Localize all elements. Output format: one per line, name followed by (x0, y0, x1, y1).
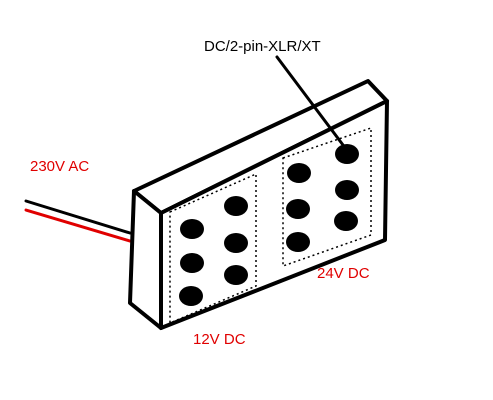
cable-wire-black (24, 199, 132, 235)
distribution-box (128, 79, 389, 330)
cable-wire-red (24, 208, 132, 243)
socket (287, 163, 311, 183)
socket (179, 286, 203, 306)
box-side-face (128, 189, 163, 330)
box-front-face (159, 99, 389, 330)
socket (224, 233, 248, 253)
panel-12v (169, 172, 257, 325)
ac-input-cable (24, 199, 132, 243)
socket (335, 180, 359, 200)
low-voltage-label: 12V DC (193, 331, 246, 348)
socket (224, 265, 248, 285)
panels (169, 126, 372, 325)
input-voltage-label: 230V AC (30, 158, 89, 175)
socket (335, 144, 359, 164)
panel-24v (282, 126, 372, 268)
high-voltage-label: 24V DC (317, 265, 370, 282)
connector-label: DC/2-pin-XLR/XT (204, 38, 321, 55)
socket (180, 219, 204, 239)
sockets-24v (286, 144, 359, 252)
connector-pointer-line (275, 55, 345, 147)
sockets-12v (179, 196, 248, 306)
socket (334, 211, 358, 231)
socket (286, 199, 310, 219)
socket (286, 232, 310, 252)
socket (224, 196, 248, 216)
socket (180, 253, 204, 273)
